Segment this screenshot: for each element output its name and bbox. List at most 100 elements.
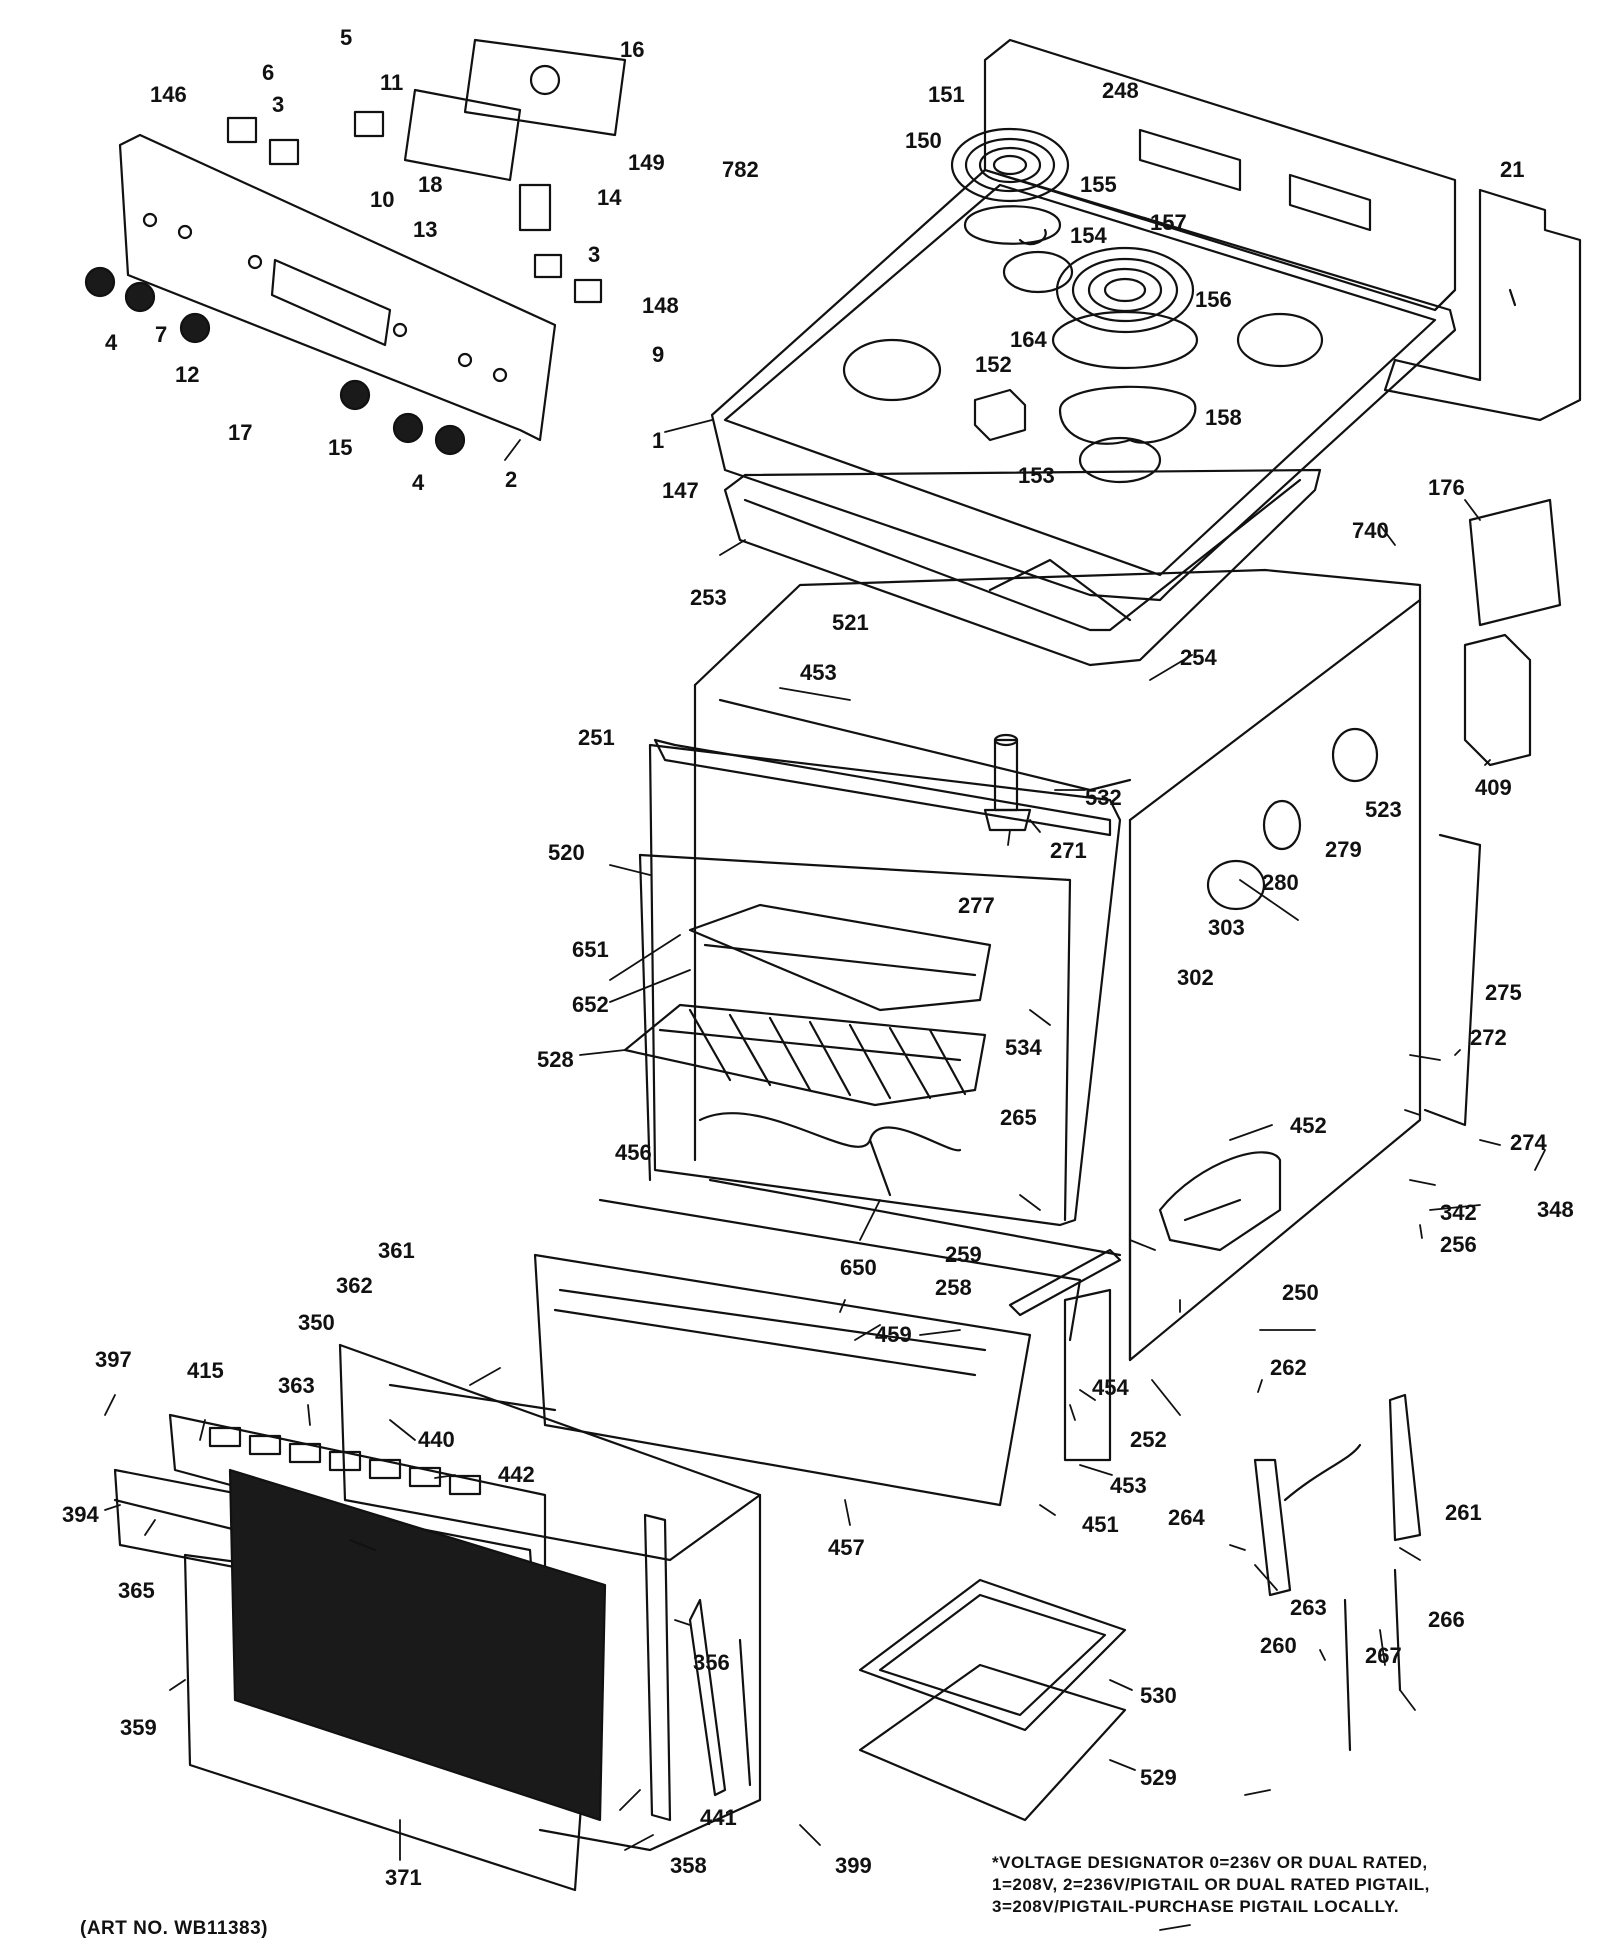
callout-152: 152: [975, 352, 1012, 377]
callout-302: 302: [1177, 965, 1214, 990]
callout-3: 3: [588, 242, 600, 267]
callout-13: 13: [413, 217, 437, 242]
callout-248: 248: [1102, 78, 1139, 103]
callout-399: 399: [835, 1853, 872, 1878]
callout-409: 409: [1475, 775, 1512, 800]
callout-147: 147: [662, 478, 699, 503]
storage-drawer: [533, 1198, 1082, 1507]
callout-371: 371: [385, 1865, 422, 1890]
voltage-note-line: *VOLTAGE DESIGNATOR 0=236V OR DUAL RATED…: [992, 1853, 1428, 1872]
rear-panel: [1383, 188, 1582, 422]
surface-element-8in: [1051, 246, 1199, 370]
callout-21: 21: [1500, 157, 1524, 182]
callout-262: 262: [1270, 1355, 1307, 1380]
callout-4: 4: [412, 470, 425, 495]
receptacle-block: [973, 388, 1027, 442]
cooktop: [710, 168, 1457, 602]
hinge-assembly: [1253, 1393, 1422, 1752]
cooktop-drip-tray: [723, 468, 1322, 667]
voltage-designator-note: *VOLTAGE DESIGNATOR 0=236V OR DUAL RATED…: [992, 1852, 1592, 1918]
callout-261: 261: [1445, 1500, 1482, 1525]
callout-4: 4: [105, 330, 118, 355]
callout-9: 9: [652, 342, 664, 367]
callout-459: 459: [875, 1322, 912, 1347]
oven-rack: [623, 1003, 987, 1107]
callout-521: 521: [832, 610, 869, 635]
switch: [226, 110, 603, 304]
callout-650: 650: [840, 1255, 877, 1280]
callout-259: 259: [945, 1242, 982, 1267]
body-support: [1063, 1288, 1112, 1462]
callout-263: 263: [1290, 1595, 1327, 1620]
callout-250: 250: [1282, 1280, 1319, 1305]
callout-520: 520: [548, 840, 585, 865]
callout-11: 11: [380, 70, 403, 95]
callout-740: 740: [1352, 518, 1389, 543]
leader-lines: [104, 419, 1546, 1931]
bake-element: [698, 1112, 962, 1197]
callout-350: 350: [298, 1310, 335, 1335]
callout-534: 534: [1005, 1035, 1042, 1060]
range-body: [693, 568, 1422, 1362]
callout-10: 10: [370, 187, 394, 212]
callout-651: 651: [572, 937, 609, 962]
callout-253: 253: [690, 585, 727, 610]
callout-272: 272: [1470, 1025, 1507, 1050]
callout-530: 530: [1140, 1683, 1177, 1708]
callout-365: 365: [118, 1578, 155, 1603]
callout-453: 453: [1110, 1473, 1147, 1498]
callout-18: 18: [418, 172, 442, 197]
knob: [84, 266, 466, 456]
callout-452: 452: [1290, 1113, 1327, 1138]
rear-bracket: [1423, 833, 1482, 1127]
surface-element-6in: [950, 127, 1070, 203]
callout-394: 394: [62, 1502, 99, 1527]
callout-267: 267: [1365, 1643, 1402, 1668]
callout-153: 153: [1018, 463, 1055, 488]
callout-356: 356: [693, 1650, 730, 1675]
drip-pan-large: [1058, 385, 1197, 445]
callout-254: 254: [1180, 645, 1217, 670]
callout-17: 17: [228, 420, 252, 445]
callout-454: 454: [1092, 1375, 1129, 1400]
callout-279: 279: [1325, 837, 1362, 862]
callout-652: 652: [572, 992, 609, 1017]
callout-256: 256: [1440, 1232, 1477, 1257]
callout-7: 7: [155, 322, 167, 347]
oven-frame: [653, 738, 1112, 837]
callout-5: 5: [340, 25, 352, 50]
callout-12: 12: [175, 362, 199, 387]
callout-264: 264: [1168, 1505, 1205, 1530]
oven-light: [1206, 727, 1379, 911]
callout-149: 149: [628, 150, 665, 175]
callout-453: 453: [800, 660, 837, 685]
callout-14: 14: [597, 185, 622, 210]
callout-303: 303: [1208, 915, 1245, 940]
callout-363: 363: [278, 1373, 315, 1398]
voltage-note-line: 1=208V, 2=236V/PIGTAIL OR DUAL RATED PIG…: [992, 1875, 1430, 1894]
callout-456: 456: [615, 1140, 652, 1165]
callout-532: 532: [1085, 785, 1122, 810]
art-number: (ART NO. WB11383): [80, 1918, 268, 1939]
callout-361: 361: [378, 1238, 415, 1263]
callout-342: 342: [1440, 1200, 1477, 1225]
callout-6: 6: [262, 60, 274, 85]
callout-2: 2: [505, 467, 517, 492]
terminal-block: [1463, 633, 1532, 767]
callout-442: 442: [498, 1462, 535, 1487]
callout-397: 397: [95, 1347, 132, 1372]
door-window: [228, 1468, 607, 1822]
callout-415: 415: [187, 1358, 224, 1383]
callout-157: 157: [1150, 210, 1187, 235]
callout-158: 158: [1205, 405, 1242, 430]
callout-271: 271: [1050, 838, 1087, 863]
callout-176: 176: [1428, 475, 1465, 500]
callout-348: 348: [1537, 1197, 1574, 1222]
callout-155: 155: [1080, 172, 1117, 197]
callout-358: 358: [670, 1853, 707, 1878]
callout-275: 275: [1485, 980, 1522, 1005]
callout-16: 16: [620, 37, 644, 62]
callout-274: 274: [1510, 1130, 1547, 1155]
callout-3: 3: [272, 92, 284, 117]
backsplash: [983, 38, 1457, 312]
